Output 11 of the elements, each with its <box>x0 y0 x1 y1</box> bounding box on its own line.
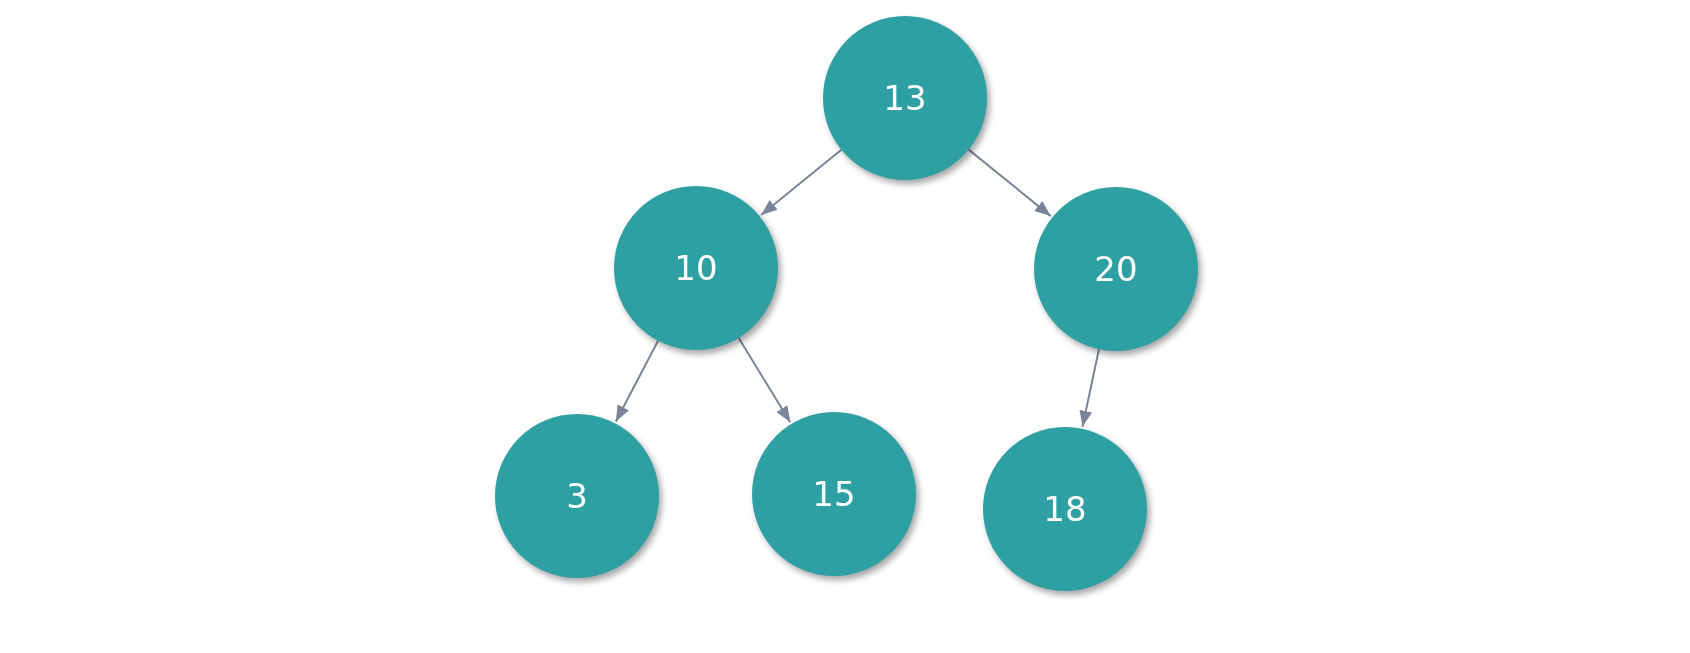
arrow <box>967 148 1052 218</box>
arrow <box>1079 348 1100 428</box>
node-value: 20 <box>1094 249 1138 289</box>
node-value: 3 <box>566 476 588 516</box>
node-value: 10 <box>674 248 718 288</box>
arrow <box>737 337 792 424</box>
arrow <box>614 339 660 423</box>
node-value: 18 <box>1043 489 1087 529</box>
node-value: 13 <box>883 78 927 118</box>
arrow <box>760 148 843 216</box>
node-value: 15 <box>812 474 856 514</box>
